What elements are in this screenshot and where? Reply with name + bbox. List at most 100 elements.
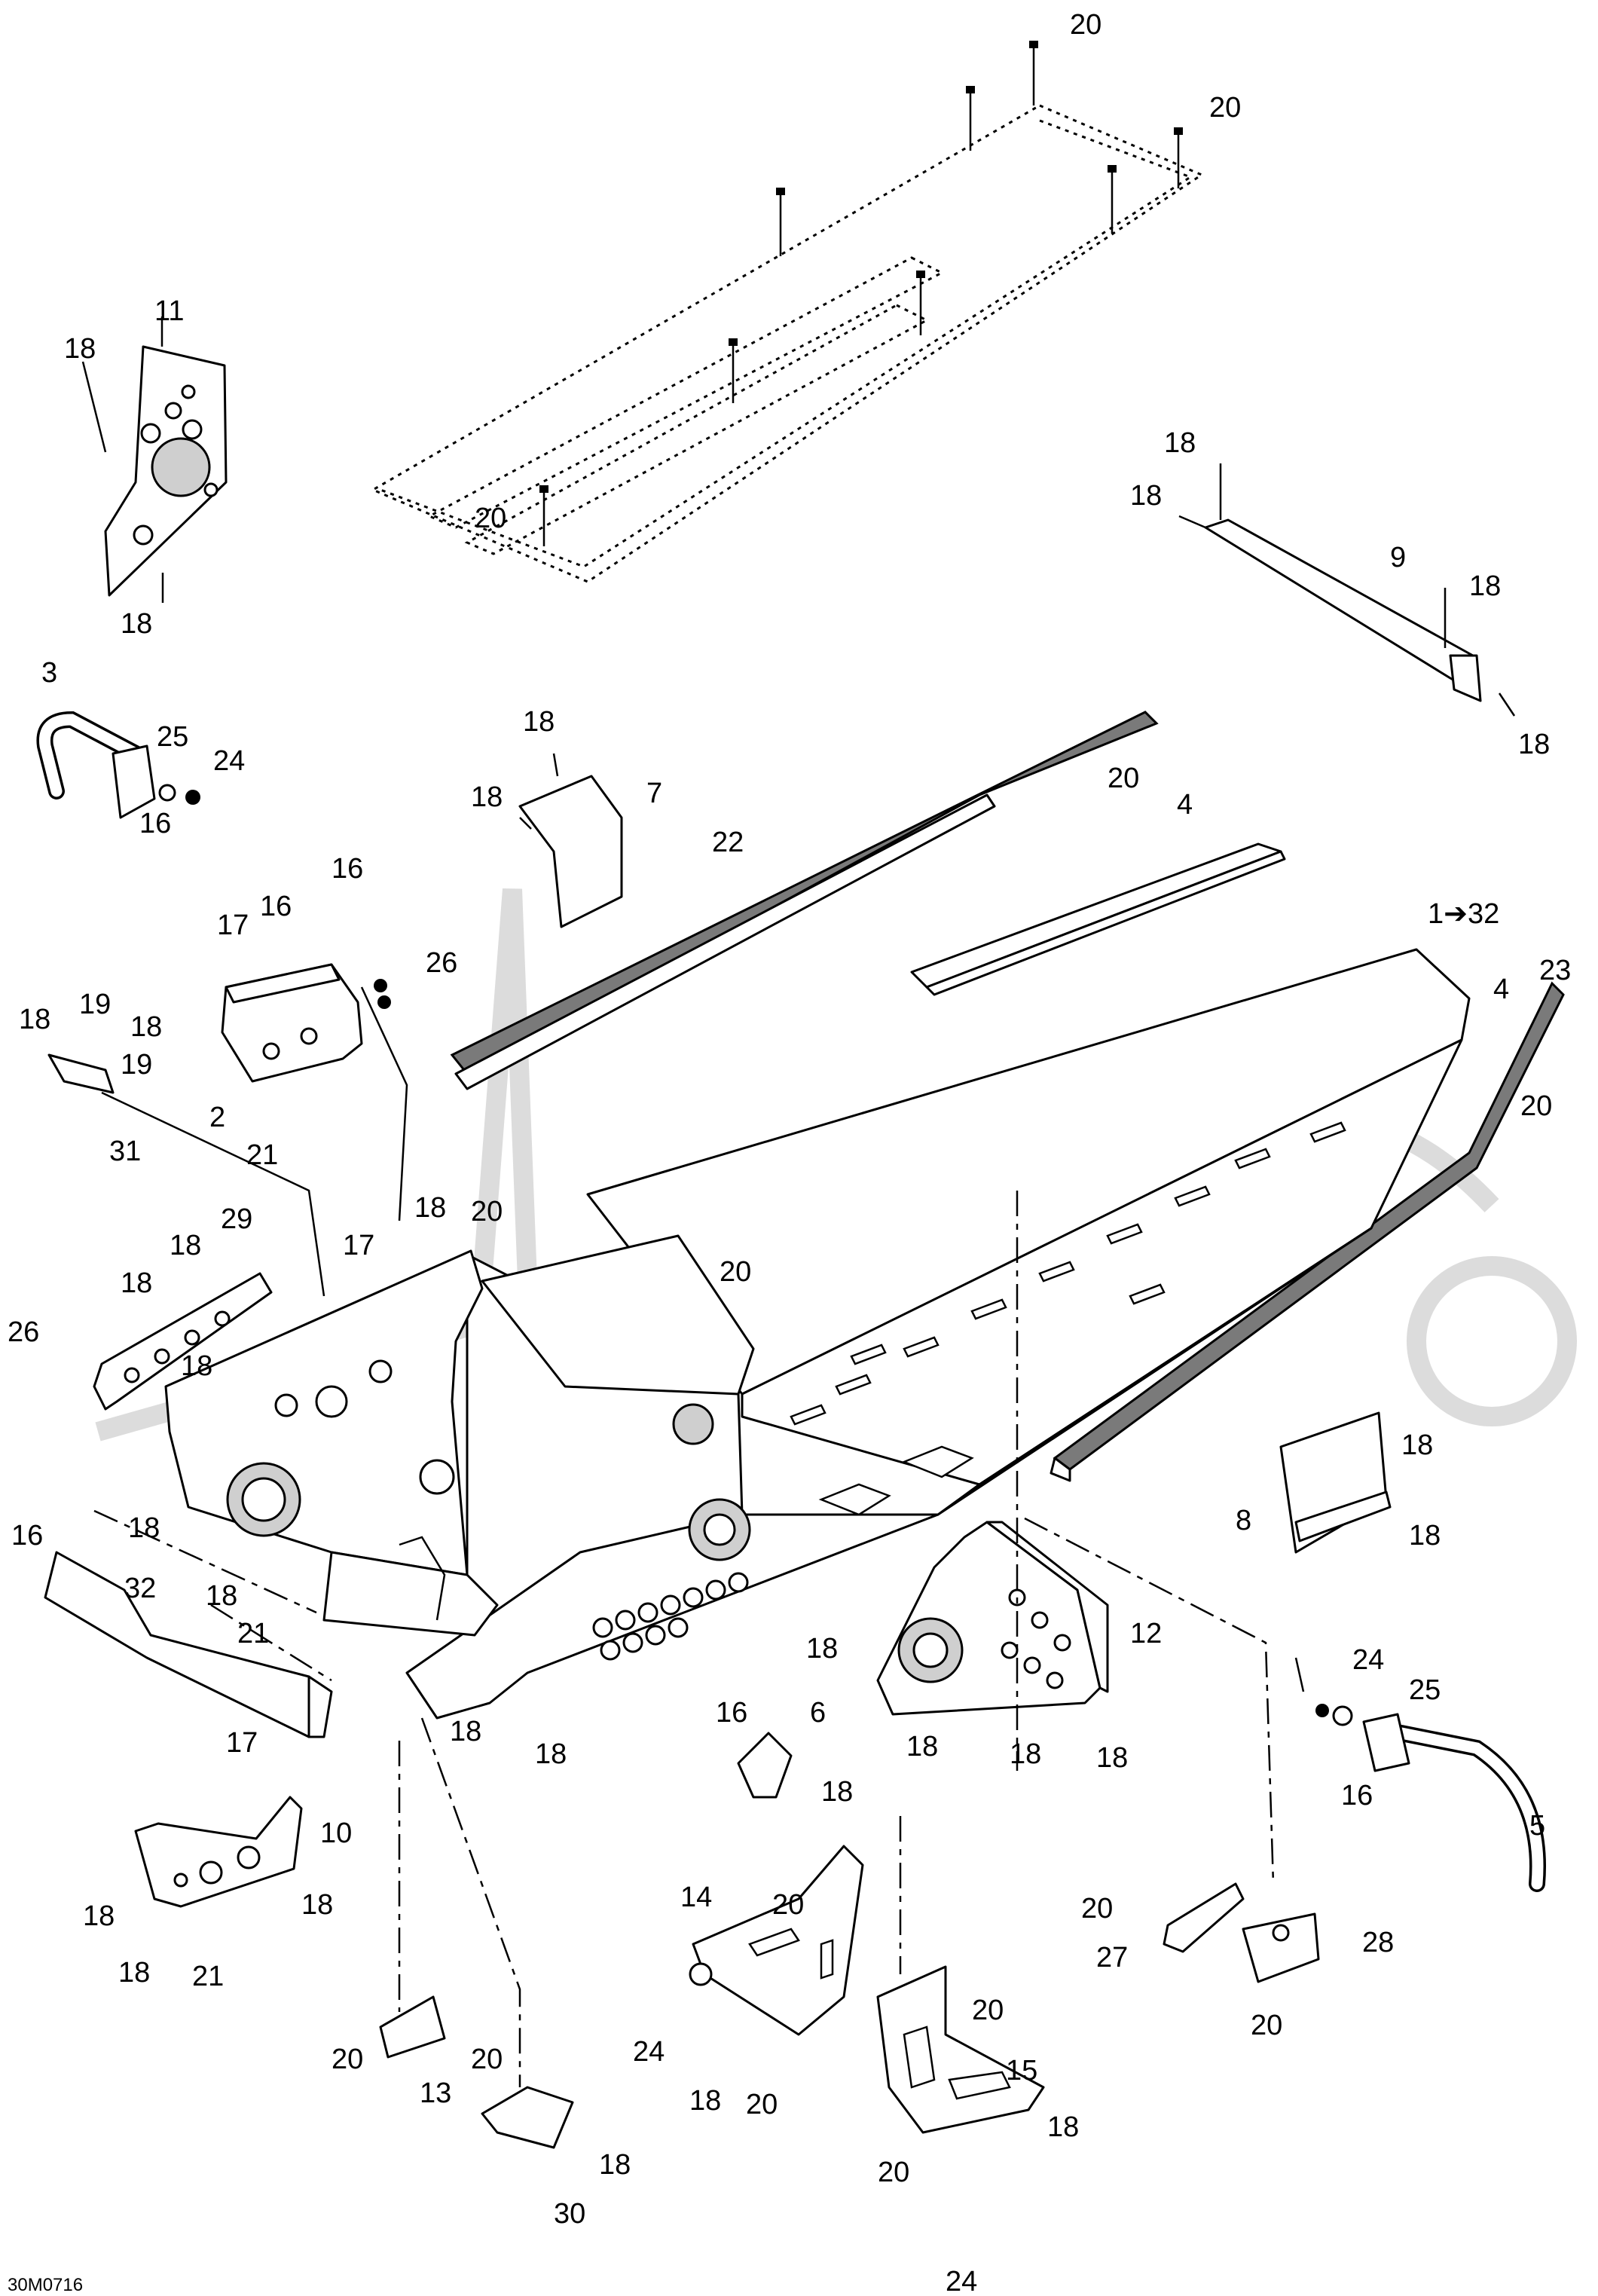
callout-label: 19	[121, 1049, 152, 1081]
callout-label: 4	[1177, 789, 1193, 821]
callout-label: 21	[246, 1139, 278, 1171]
callout-label: 18	[1469, 570, 1501, 602]
callout-label: 21	[192, 1961, 224, 1992]
callout-label: 20	[471, 1196, 503, 1227]
callout-label: 16	[139, 808, 171, 839]
bracket-15	[876, 1965, 1045, 2134]
callout-label: 20	[1108, 763, 1139, 794]
callout-label: 18	[181, 1350, 212, 1382]
bracket-8	[1279, 1411, 1392, 1554]
callout-label: 25	[157, 721, 188, 753]
callout-label: 25	[1409, 1674, 1441, 1706]
callout-label: 10	[320, 1818, 352, 1849]
callout-label: 18	[1096, 1742, 1128, 1774]
strip-4	[910, 842, 1286, 996]
callout-label: 16	[1341, 1780, 1373, 1811]
callout-label: 18	[1010, 1738, 1041, 1770]
callout-label: 18	[121, 1267, 152, 1299]
callout-label: 16	[260, 891, 292, 922]
callout-label: 16	[332, 853, 363, 885]
callout-label: 19	[79, 989, 111, 1020]
handle-tube-3	[36, 711, 200, 819]
tunnel-top-panel	[370, 41, 1205, 583]
callout-label: 6	[810, 1697, 826, 1729]
callout-label: 18	[64, 333, 96, 365]
callout-label: 3	[41, 657, 57, 689]
callout-label: 18	[599, 2149, 631, 2181]
callout-label: 28	[1362, 1927, 1394, 1958]
callout-label: 14	[680, 1882, 712, 1913]
callout-label: 18	[206, 1580, 237, 1612]
callout-label: 29	[221, 1203, 252, 1235]
callout-label: 15	[1006, 2055, 1037, 2087]
bracket-2	[221, 963, 391, 1083]
side-plate-11	[81, 316, 228, 603]
callout-label: 18	[535, 1738, 567, 1770]
callout-label: 20	[1070, 9, 1101, 41]
callout-label: 18	[130, 1011, 162, 1043]
cover-7	[518, 753, 623, 928]
callout-label: 7	[646, 778, 662, 809]
callout-label: 22	[712, 827, 744, 858]
callout-label: 20	[746, 2089, 778, 2120]
callout-label: 17	[217, 910, 249, 941]
callout-label: 18	[1409, 1520, 1441, 1552]
drawing-code: 30M0716	[8, 2275, 83, 2295]
callout-label: 20	[471, 2044, 503, 2075]
callout-label: 26	[8, 1316, 39, 1348]
callout-label: 16	[11, 1520, 43, 1552]
callout-label: 18	[170, 1230, 201, 1261]
callout-label: 24	[1352, 1644, 1384, 1676]
callout-label: 5	[1529, 1810, 1545, 1842]
bar-32	[44, 1551, 333, 1738]
tunnel-frame-1	[164, 948, 1471, 1720]
plate-13	[379, 1995, 446, 2059]
callout-label: 1➔32	[1428, 898, 1499, 930]
callout-label: 2	[209, 1102, 225, 1133]
callout-label: 12	[1130, 1618, 1162, 1649]
callout-label: 30	[554, 2198, 585, 2230]
callout-label: 31	[109, 1136, 141, 1167]
callout-label: 20	[332, 2044, 363, 2075]
callout-label: 20	[720, 1256, 751, 1288]
callout-label: 18	[19, 1004, 50, 1035]
callout-label: 18	[906, 1731, 938, 1763]
callout-label: 18	[689, 2085, 721, 2117]
callout-label: 27	[1096, 1942, 1128, 1973]
callout-label: 17	[343, 1230, 374, 1261]
callout-label: 18	[1047, 2111, 1079, 2143]
bracket-10	[134, 1796, 303, 1908]
callout-label: 32	[124, 1573, 156, 1604]
callout-label: 20	[1251, 2010, 1282, 2041]
bracket-30	[481, 2086, 574, 2149]
callout-label: 18	[301, 1889, 333, 1921]
callout-label: 9	[1390, 542, 1406, 573]
callout-labels: 20 20 20 11 18 18 18 18 9 18 18 3 25 24 …	[8, 9, 1571, 2296]
callout-label: 20	[1081, 1893, 1113, 1925]
callout-label: 20	[772, 1889, 804, 1921]
callout-label: 24	[946, 2266, 977, 2296]
callout-label: 17	[226, 1727, 258, 1759]
callout-label: 18	[450, 1716, 481, 1747]
callout-label: 11	[154, 295, 184, 327]
bracket-14	[689, 1845, 864, 2036]
callout-label: 20	[972, 1995, 1004, 2026]
callout-label: 8	[1236, 1505, 1251, 1536]
callout-label: 26	[426, 947, 457, 979]
callout-label: 18	[128, 1512, 160, 1544]
callout-label: 18	[821, 1776, 853, 1808]
clip-31	[47, 1053, 115, 1094]
callout-label: 18	[121, 608, 152, 640]
callout-label: 18	[1130, 480, 1162, 512]
callout-label: 16	[716, 1697, 747, 1729]
callout-label: 18	[83, 1900, 115, 1932]
callout-label: 18	[1518, 729, 1550, 760]
callout-label: 18	[806, 1633, 838, 1665]
callout-label: 24	[213, 745, 245, 777]
callout-label: 23	[1539, 955, 1571, 986]
callout-label: 18	[118, 1957, 150, 1989]
callout-label: 18	[1401, 1429, 1433, 1461]
bar-29	[93, 1272, 273, 1411]
rail-23	[1050, 981, 1565, 1482]
